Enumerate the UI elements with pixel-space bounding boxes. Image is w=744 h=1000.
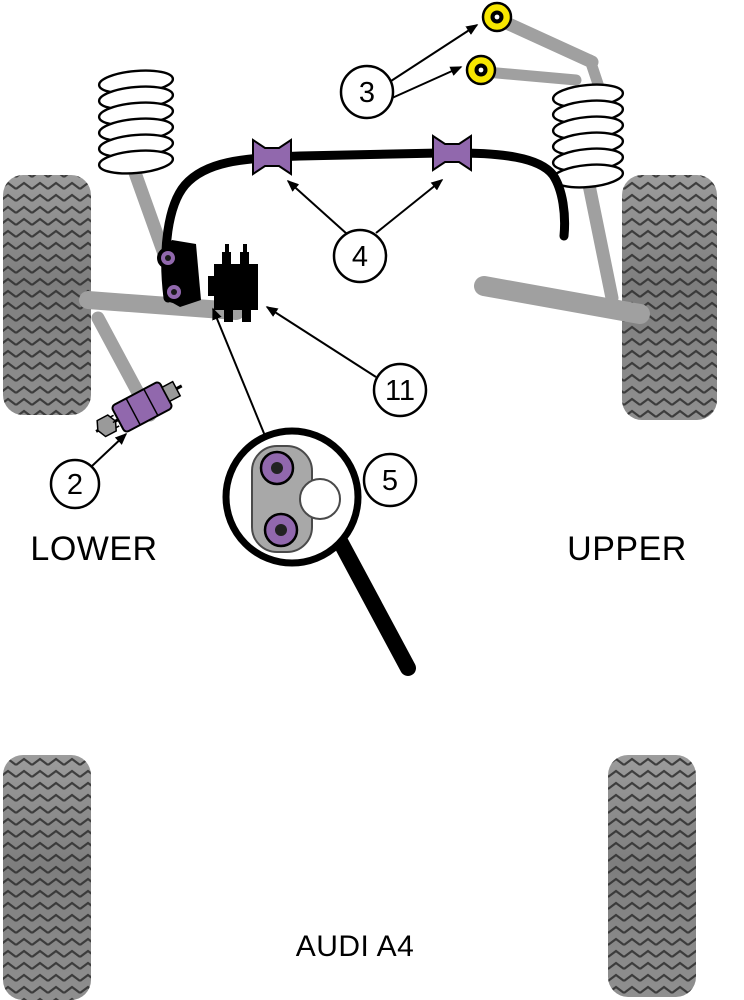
anti-roll-bar [161,148,570,303]
callout-2: 2 [49,458,101,510]
diagram-title: AUDI A4 [296,930,415,963]
anti-roll-bar-bush-right [432,134,472,172]
anti-roll-bar-bush-left [252,138,292,176]
bracket-detail [251,445,341,553]
callout-5: 5 [362,452,418,508]
upper-arm-bush-1 [481,1,513,33]
callout-2-label: 2 [67,469,83,501]
magnifier [222,427,416,676]
coil-spring-right [551,83,625,189]
label-lower: LOWER [30,530,157,568]
callout-11: 11 [372,362,428,418]
knuckle-bracket [157,240,201,307]
tire-front-right [622,175,717,420]
callout-11-label: 11 [385,375,415,407]
upper-arm-bush-2 [465,54,497,86]
callout-3-label: 3 [359,77,375,109]
label-upper: UPPER [567,530,687,568]
callout-arrows [91,24,479,467]
tire-rear-right [608,755,696,997]
tire-front-left [3,175,91,415]
magnifier-handle [333,535,416,676]
callout-5-label: 5 [382,465,398,497]
callout-4-label: 4 [352,241,368,273]
callout-3: 3 [339,64,395,120]
coil-spring-left [97,69,175,175]
mount-part [208,244,258,322]
lower-arm-rear-bush [95,380,183,438]
suspension-arms-right [474,173,650,324]
callout-4: 4 [332,228,388,284]
tire-rear-left [3,755,91,1000]
